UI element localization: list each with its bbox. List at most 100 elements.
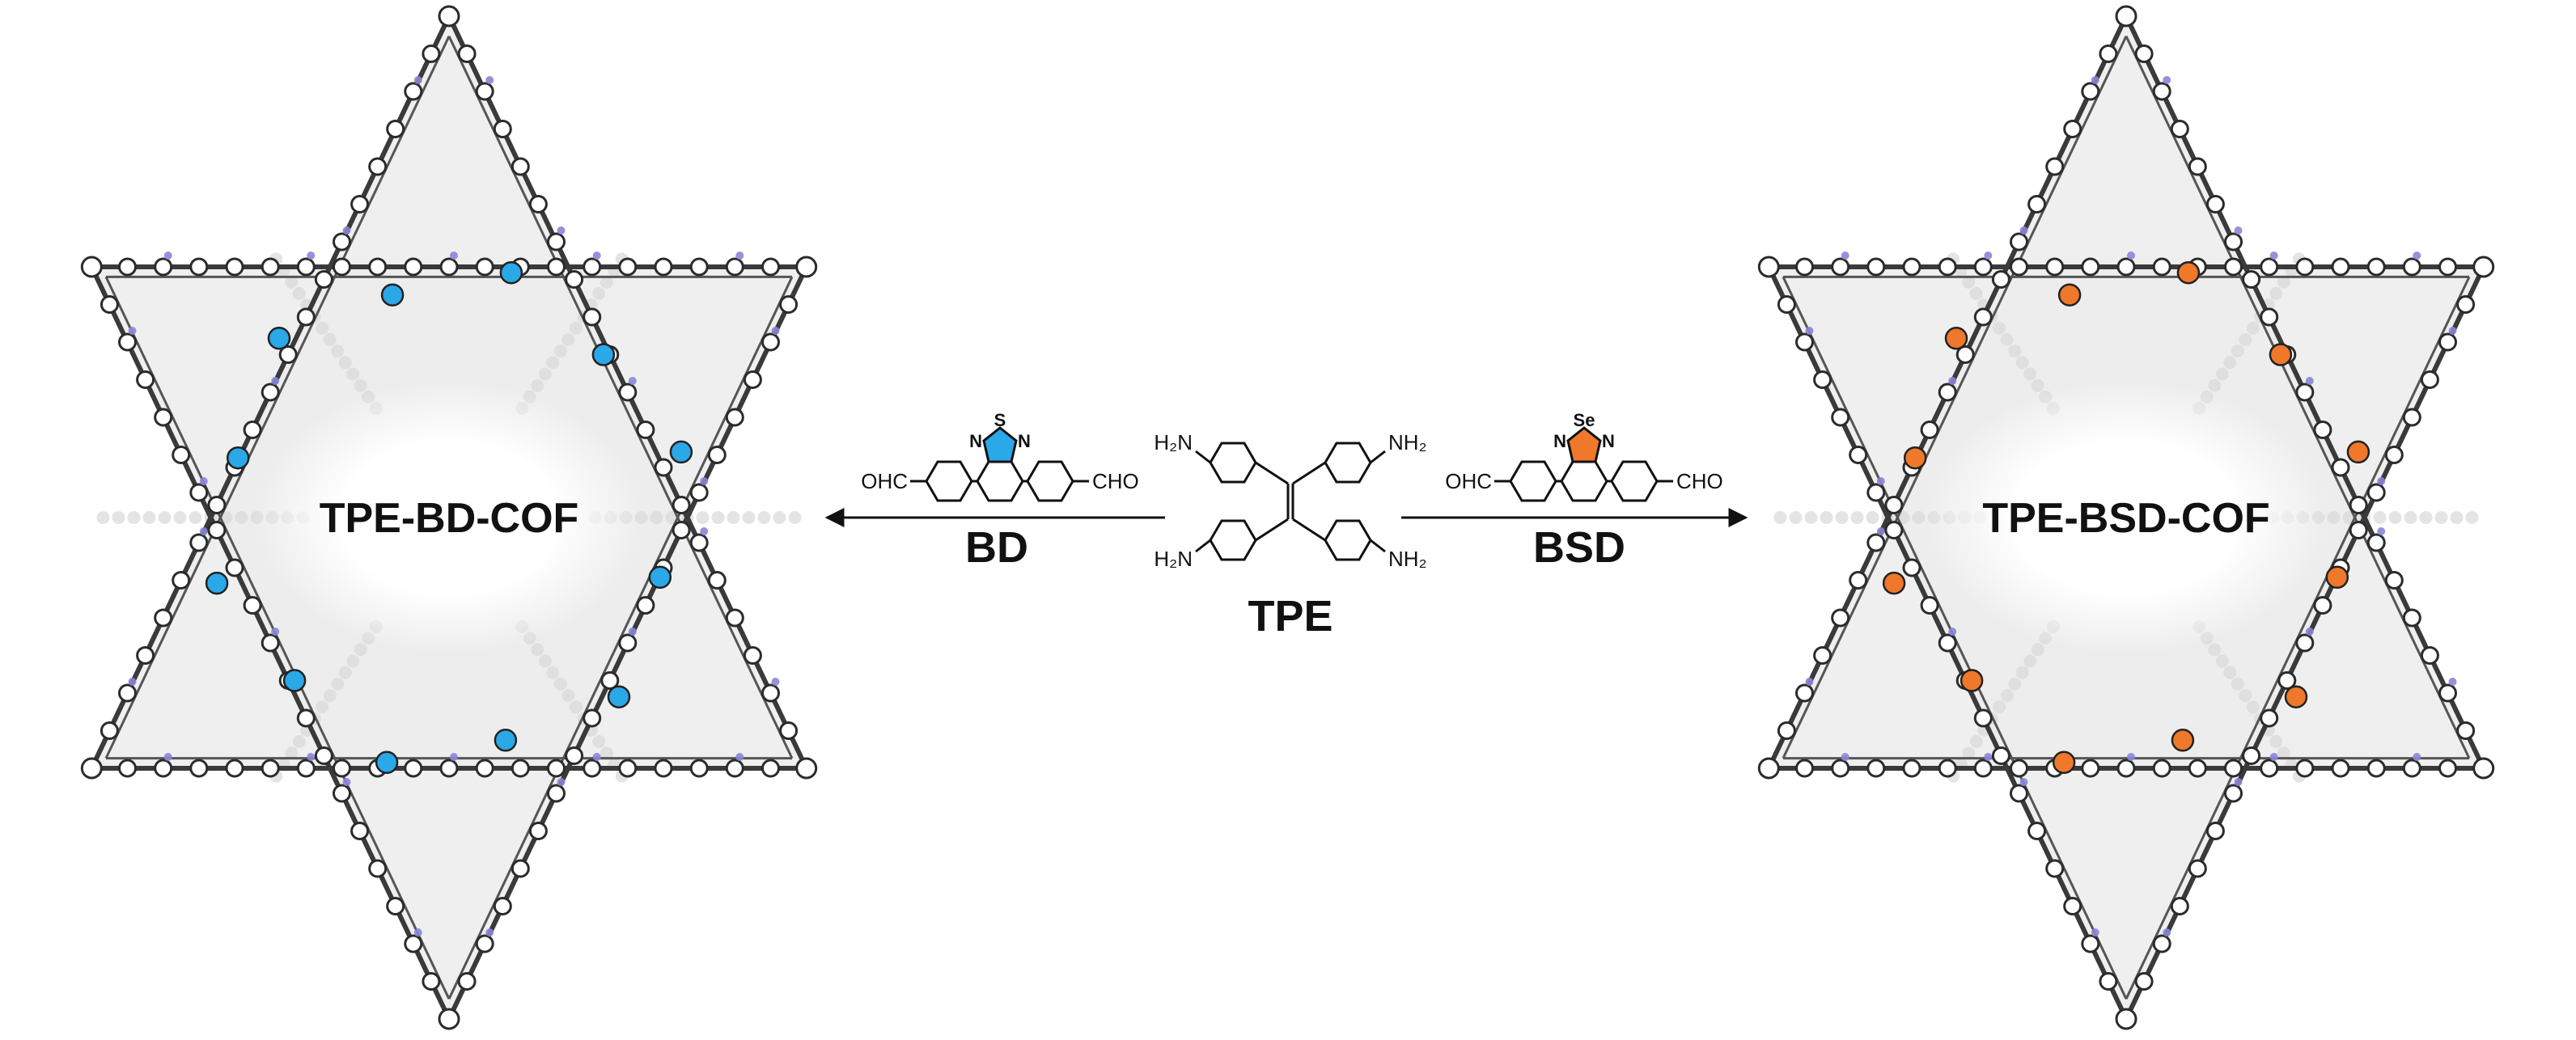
phenyl-ring [1866, 483, 1886, 502]
pore-sphere [2269, 735, 2283, 748]
phenyl-ring [154, 257, 173, 277]
pore-sphere [189, 511, 202, 524]
phenyl-ring [136, 370, 155, 389]
phenyl-ring [2384, 571, 2404, 590]
phenyl-ring [2224, 759, 2243, 778]
phenyl-ring [154, 408, 173, 427]
imine-nitrogen [1984, 753, 1993, 761]
phenyl-ring [296, 708, 316, 728]
imine-nitrogen [2127, 753, 2135, 761]
phenyl-ring [261, 257, 280, 277]
pore-sphere [292, 287, 306, 300]
phenyl-ring [154, 608, 173, 628]
bd-sulfur-atom: S [994, 410, 1006, 430]
imine-nitrogen [413, 928, 422, 936]
imine-nitrogen [735, 252, 744, 260]
phenyl-ring [654, 759, 673, 778]
benzothiadiazole-units [205, 260, 693, 775]
bd-aldehyde-right: CHO [1092, 469, 1139, 493]
phenyl-ring [2010, 232, 2028, 252]
benzoselenadiazole-units [1882, 260, 2371, 775]
imine-nitrogen [771, 678, 780, 686]
pore-sphere [1969, 287, 1983, 300]
imine-nitrogen [450, 753, 458, 761]
pore-sphere [346, 654, 360, 668]
tip-ring [438, 5, 460, 27]
phenyl-ring [547, 784, 566, 803]
bd-core-ring [976, 460, 1024, 502]
phenyl-ring [386, 897, 405, 915]
phenyl-ring [2027, 822, 2047, 840]
phenyl-ring [2081, 82, 2100, 101]
phenyl-ring [475, 759, 494, 778]
phenyl-ring [1884, 496, 1904, 514]
bd-aldehyde-left: OHC [861, 469, 908, 493]
pore-sphere [727, 511, 740, 524]
phenyl-ring [225, 558, 244, 577]
pore-sphere [531, 643, 544, 657]
pore-sphere [354, 643, 367, 657]
pore-sphere [2208, 643, 2222, 657]
pore-sphere [531, 378, 544, 392]
tip-ring [2472, 256, 2495, 278]
phenyl-ring [243, 596, 262, 615]
imine-nitrogen [1841, 753, 1849, 761]
phenyl-ring [1955, 345, 1975, 364]
pore-sphere [2023, 654, 2037, 668]
phenyl-ring [689, 533, 709, 552]
pore-sphere [1835, 511, 1849, 524]
phenyl-ring [528, 195, 548, 213]
heterocycle-unit [226, 446, 250, 470]
phenyl-ring [2295, 257, 2315, 277]
imine-nitrogen [2163, 928, 2171, 936]
framework-phenyl-rings [1757, 5, 2495, 1030]
heterocycle-unit [2057, 283, 2082, 307]
tip-ring [80, 757, 103, 780]
phenyl-ring [2010, 759, 2028, 778]
phenyl-ring [118, 683, 137, 703]
imine-nitrogen [128, 678, 137, 686]
phenyl-ring [2205, 195, 2225, 213]
pore-sphere [569, 700, 583, 714]
phenyl-ring [1777, 721, 1796, 740]
phenyl-ring [636, 596, 655, 615]
phenyl-ring [2349, 521, 2368, 539]
tpe-ring-bottom-right [1324, 519, 1372, 561]
pore-sphere [112, 511, 125, 524]
bsd-phenyl-right [1610, 460, 1659, 502]
phenyl-ring [261, 633, 280, 653]
phenyl-ring [118, 257, 137, 277]
pore-sphere [2023, 367, 2037, 381]
phenyl-ring [457, 972, 477, 991]
phenyl-ring [189, 483, 209, 502]
phenyl-ring [2081, 759, 2100, 778]
phenyl-ring [1973, 307, 1993, 327]
pore-sphere [1773, 511, 1787, 524]
phenyl-ring [1866, 759, 1886, 778]
phenyl-ring [493, 120, 512, 138]
imine-nitrogen [2448, 678, 2457, 686]
pore-sphere [1993, 321, 2006, 335]
pore-sphere [1962, 746, 1976, 760]
pore-sphere [711, 511, 725, 524]
tip-ring [2115, 5, 2137, 27]
heterocycle-unit [380, 283, 405, 307]
phenyl-ring [689, 257, 709, 277]
pore-sphere [2277, 746, 2290, 760]
thiadiazole-ring [982, 426, 1018, 463]
pore-sphere [338, 356, 352, 370]
tip-ring [80, 256, 103, 278]
phenyl-ring [1938, 759, 1957, 778]
phenyl-ring [207, 496, 227, 514]
phenyl-ring [2152, 934, 2171, 953]
imine-nitrogen [450, 252, 458, 260]
pore-sphere [2015, 666, 2029, 679]
phenyl-ring [2438, 683, 2457, 703]
imine-nitrogen [2448, 327, 2457, 335]
phenyl-ring [1902, 558, 1921, 577]
phenyl-ring [672, 496, 691, 514]
phenyl-ring [2152, 257, 2171, 277]
heterocycle-unit [2176, 260, 2201, 285]
phenyl-ring [368, 257, 388, 277]
phenyl-ring [457, 44, 477, 63]
